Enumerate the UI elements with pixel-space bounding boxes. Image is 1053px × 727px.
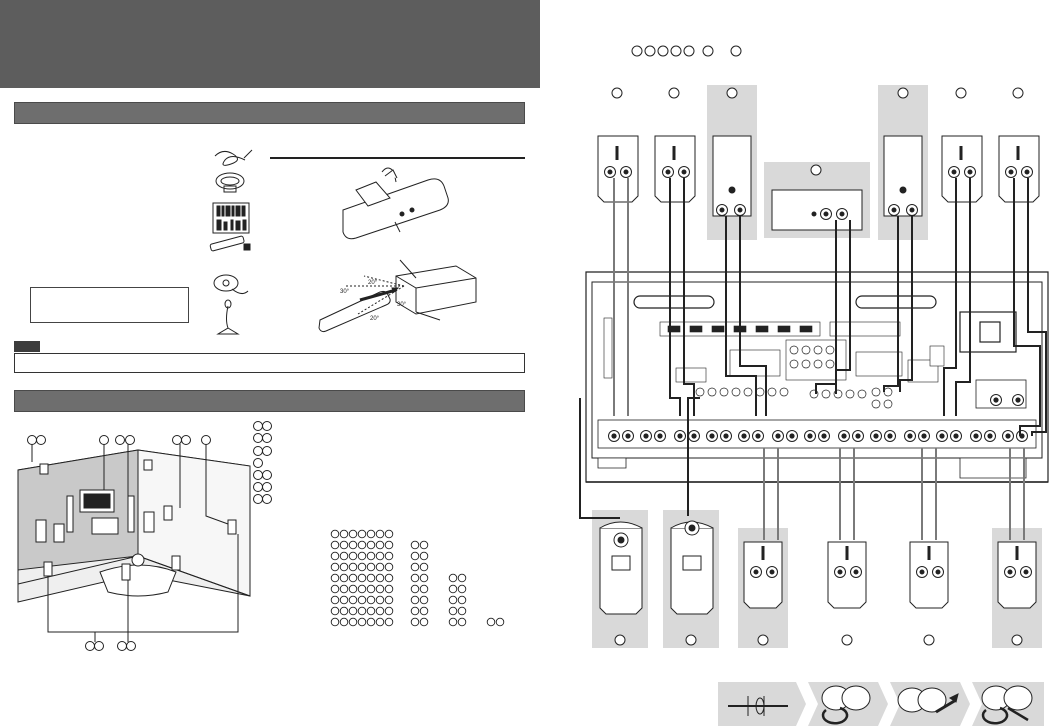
header-band [0,0,540,88]
section-bar-speaker-layout [14,390,525,412]
legend-marker-column [253,421,272,504]
angle-label-bottom: 20° [370,316,380,322]
loosen-terminal-step [821,685,871,725]
speaker-room-diagram [17,435,251,651]
bottom-speaker-markers [614,634,1023,646]
speaker-top-3 [712,135,752,217]
setup-microphone-icon [213,274,249,295]
speaker-bottom-4 [997,541,1037,609]
strip-wire-step [728,696,788,716]
remote-controller-icon [209,235,251,252]
speaker-top-1 [597,135,639,203]
speaker-top-4 [883,135,923,217]
speaker-bottom-1 [743,541,783,609]
top-speaker-markers [611,87,1024,176]
speaker-combination-grid [330,529,505,627]
speaker-bottom-3 [909,541,949,609]
remote-battery-illustration [342,167,449,240]
cable-jacket-outlines [613,178,1025,540]
speaker-top-6 [998,135,1040,203]
subwoofer-2 [670,520,714,615]
speaker-bottom-2 [827,541,867,609]
note-box [14,353,525,373]
receiver-rear-panel [585,271,1049,483]
bottom-speakers [599,520,1037,615]
angle-label-right: 30° [397,302,407,308]
microphone-stand-icon [216,299,240,335]
speaker-labels-icon [212,202,250,234]
tighten-terminal-step [981,685,1033,725]
am-loop-antenna-icon [215,172,245,193]
wire-prep-steps [718,682,1044,726]
top-marker-row [631,45,742,57]
accessory-icons [209,149,253,335]
angle-label-left: 30° [340,289,350,295]
center-speaker [771,189,863,231]
section-rule [270,157,525,159]
speaker-top-5 [941,135,983,203]
remote-range-illustration: 20° 30° 30° 20° [318,259,477,333]
section-bar-accessories [14,102,525,124]
insert-wire-step [897,687,959,714]
fm-antenna-icon [214,149,253,166]
speaker-top-2 [654,135,696,203]
angle-label-top: 20° [368,280,378,286]
note-tag [14,341,40,352]
subwoofer-1 [599,521,643,615]
accessory-note-box [30,287,189,323]
